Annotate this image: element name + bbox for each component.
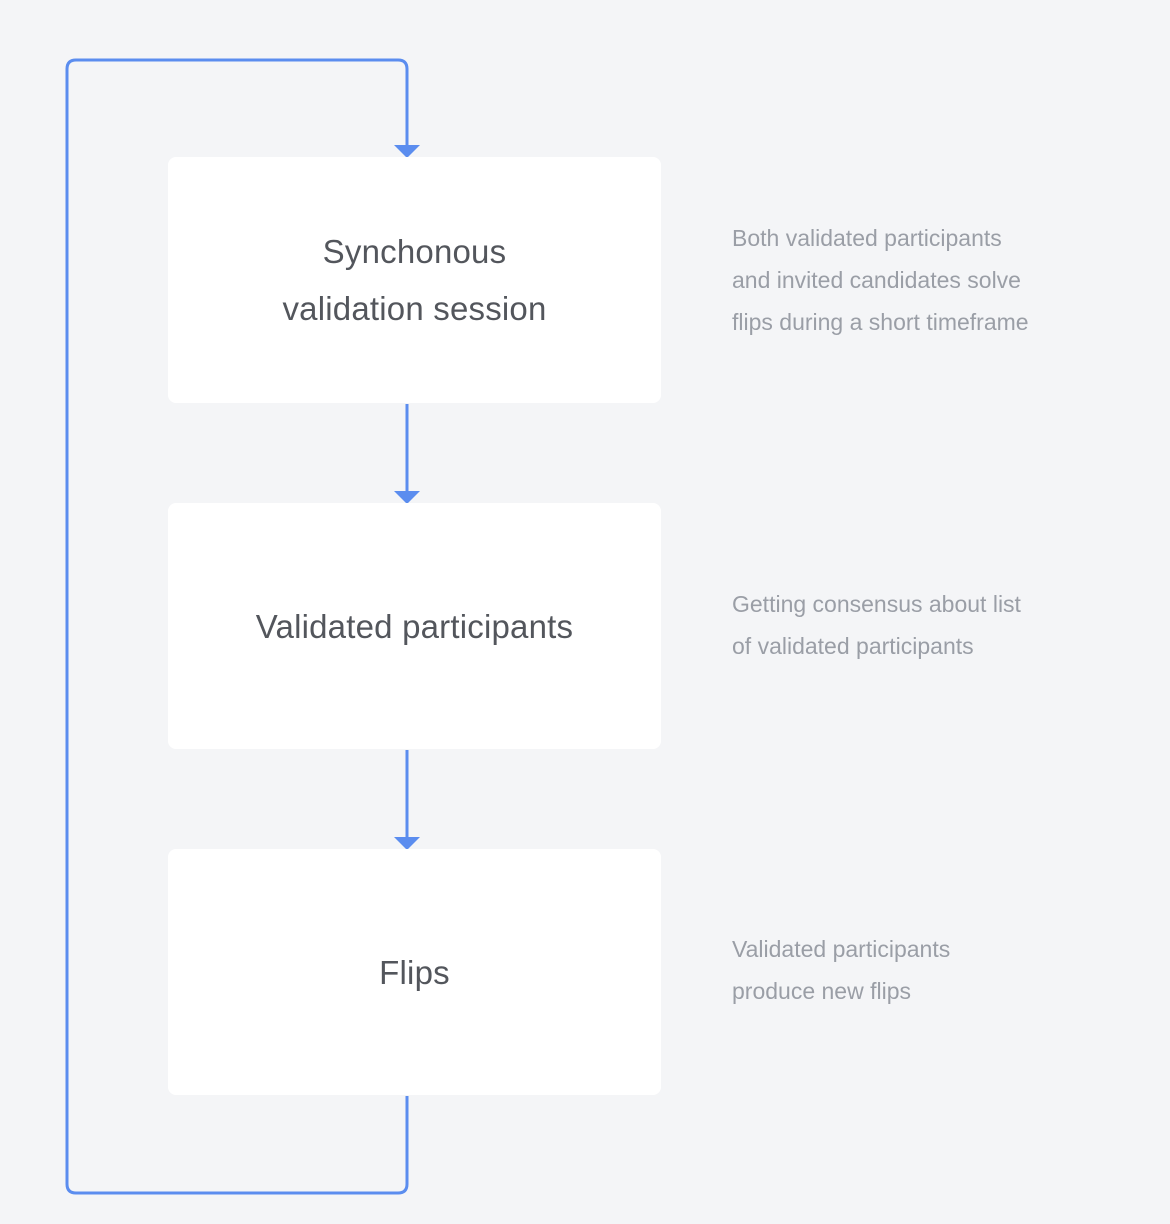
step-title: Synchonous validation session	[282, 233, 547, 327]
arrowhead-into-step-2	[394, 491, 420, 504]
step-title: Flips	[379, 953, 450, 991]
step-description: Getting consensus about list of validate…	[732, 591, 1021, 659]
step-box-flips: Flips	[168, 849, 661, 1095]
step-box-validation-session: Synchonous validation session	[168, 157, 661, 403]
step-description: Validated participants produce new flips	[732, 936, 951, 1004]
arrowhead-into-step-3	[394, 837, 420, 850]
arrowhead-into-step-1	[394, 145, 420, 158]
step-description: Both validated participants and invited …	[732, 225, 1029, 335]
loop-back-arrow-line	[65, 58, 409, 1195]
step-title: Validated participants	[255, 607, 574, 645]
step-box-validated-participants: Validated participants	[168, 503, 661, 749]
